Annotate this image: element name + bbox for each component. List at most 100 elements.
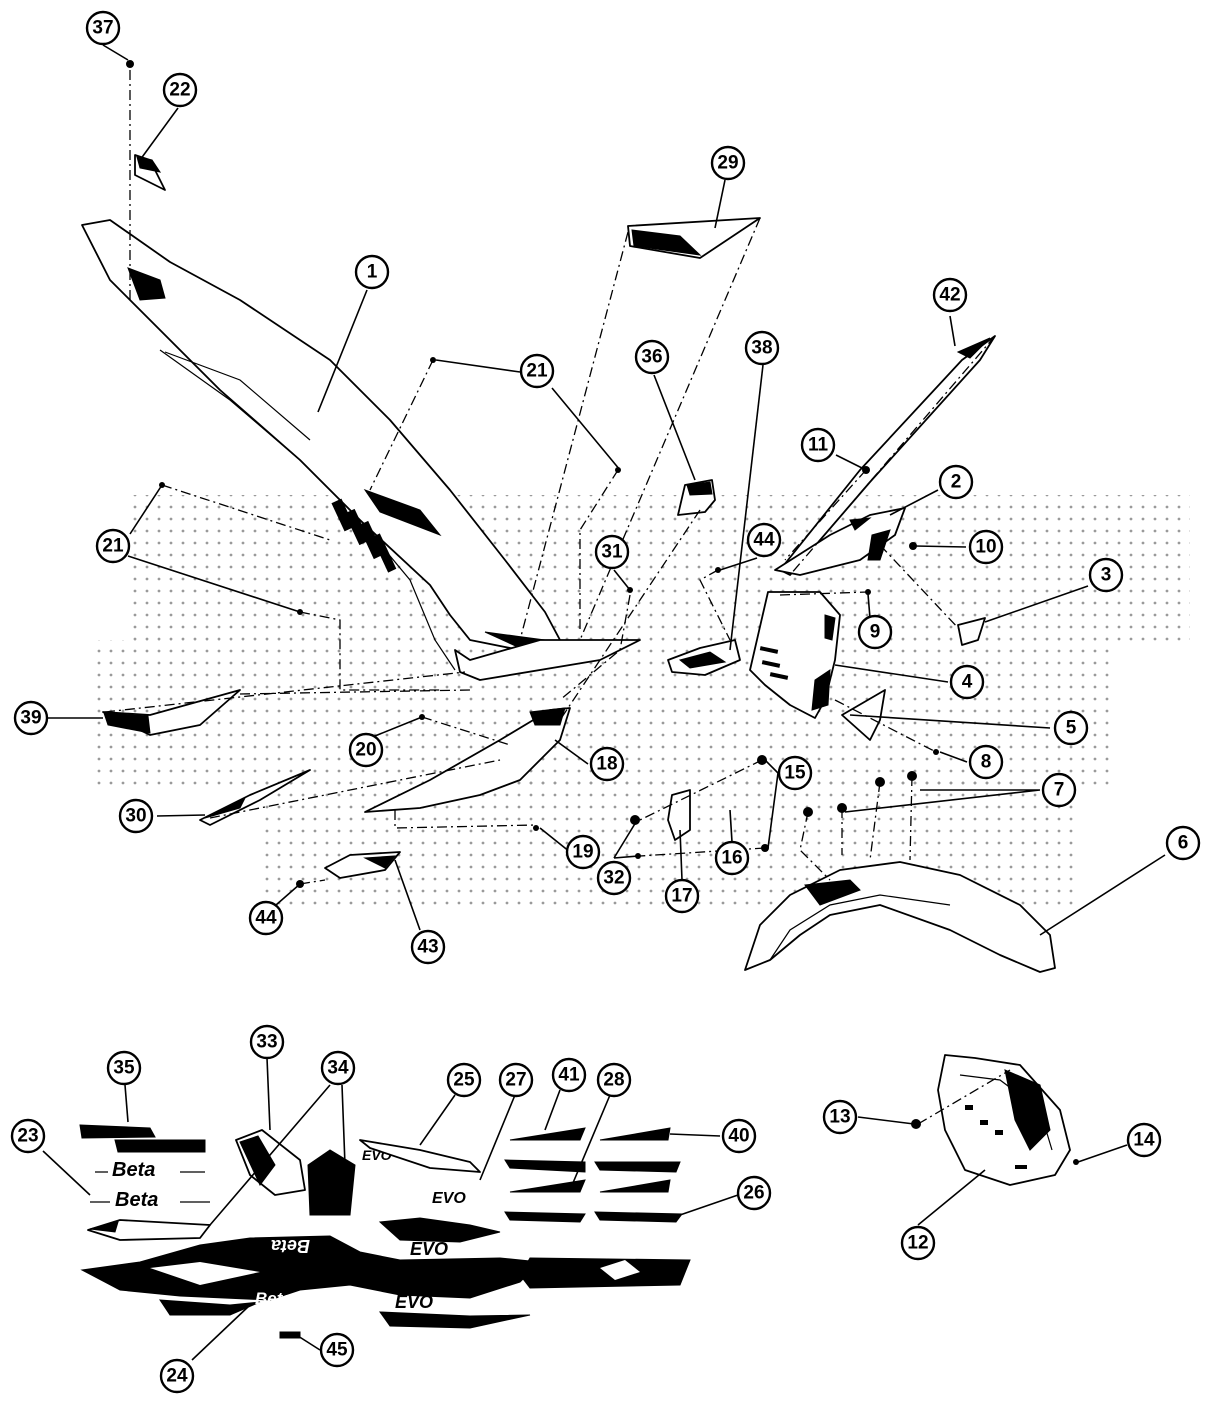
callout-44a: 44 bbox=[746, 522, 782, 558]
callout-41: 41 bbox=[551, 1057, 587, 1093]
callout-label: 4 bbox=[962, 672, 973, 693]
decal-beta-1: Beta bbox=[112, 1159, 155, 1181]
callout-label: 37 bbox=[92, 18, 113, 39]
callout-circle bbox=[857, 614, 893, 650]
callout-label: 25 bbox=[453, 1070, 475, 1091]
part-17-bracket bbox=[667, 789, 691, 841]
callout-18: 18 bbox=[589, 746, 625, 782]
callout-label: 34 bbox=[327, 1058, 349, 1079]
callout-label: 3 bbox=[1101, 565, 1112, 586]
callout-label: 41 bbox=[558, 1065, 580, 1086]
callout-11: 11 bbox=[800, 427, 836, 463]
callout-circle bbox=[1126, 1122, 1162, 1158]
part-4-number-plate bbox=[749, 591, 841, 719]
callout-4: 4 bbox=[949, 664, 985, 700]
callout-circle bbox=[736, 1175, 772, 1211]
hardware bbox=[126, 60, 1079, 1165]
callout-circle bbox=[1088, 557, 1124, 593]
part-2-cover bbox=[774, 507, 906, 576]
callout-circle bbox=[446, 1062, 482, 1098]
callout-circle bbox=[1165, 825, 1201, 861]
callout-label: 2 bbox=[951, 472, 962, 493]
callout-label: 12 bbox=[907, 1233, 928, 1254]
callout-circle bbox=[551, 1057, 587, 1093]
decal-beta-3: Beta bbox=[255, 1289, 292, 1308]
callout-circle bbox=[800, 427, 836, 463]
callout-label: 36 bbox=[641, 347, 662, 368]
callout-21a: 21 bbox=[519, 353, 555, 389]
callout-label: 31 bbox=[601, 542, 623, 563]
callout-label: 7 bbox=[1054, 780, 1065, 801]
callout-23: 23 bbox=[10, 1118, 46, 1154]
decal-sheet: Beta Beta Beta EVO EVO EVO EVO Beta bbox=[79, 1124, 691, 1339]
callout-circle bbox=[498, 1062, 534, 1098]
callout-45: 45 bbox=[319, 1332, 355, 1368]
callout-circle bbox=[319, 1332, 355, 1368]
callout-label: 21 bbox=[102, 536, 124, 557]
callout-label: 20 bbox=[355, 740, 376, 761]
callout-24: 24 bbox=[159, 1358, 195, 1394]
callout-label: 26 bbox=[743, 1183, 764, 1204]
callout-8: 8 bbox=[968, 744, 1004, 780]
callout-15: 15 bbox=[777, 755, 813, 791]
callout-circle bbox=[900, 1225, 936, 1261]
callout-circle bbox=[596, 1062, 632, 1098]
callout-label: 23 bbox=[17, 1126, 38, 1147]
decal-beta-main: Beta bbox=[271, 1236, 310, 1256]
part-1-side-panel bbox=[81, 219, 641, 681]
callout-27: 27 bbox=[498, 1062, 534, 1098]
callout-circle bbox=[777, 755, 813, 791]
callout-31: 31 bbox=[594, 534, 630, 570]
callout-label: 8 bbox=[981, 752, 992, 773]
callout-circle bbox=[1053, 710, 1089, 746]
part-30-decal bbox=[199, 769, 311, 826]
part-3-clip bbox=[957, 617, 986, 646]
callout-circle bbox=[938, 464, 974, 500]
callout-17: 17 bbox=[664, 878, 700, 914]
callout-label: 16 bbox=[721, 848, 742, 869]
callout-12: 12 bbox=[900, 1225, 936, 1261]
callout-label: 40 bbox=[728, 1126, 749, 1147]
callout-circle bbox=[594, 534, 630, 570]
callout-label: 45 bbox=[326, 1340, 348, 1361]
callout-34: 34 bbox=[320, 1050, 356, 1086]
callout-label: 39 bbox=[20, 708, 41, 729]
callout-label: 17 bbox=[671, 886, 692, 907]
callout-29: 29 bbox=[710, 145, 746, 181]
decal-beta-2: Beta bbox=[115, 1189, 158, 1211]
callout-13: 13 bbox=[822, 1099, 858, 1135]
callout-38: 38 bbox=[744, 330, 780, 366]
callout-circle bbox=[596, 860, 632, 896]
callout-circle bbox=[85, 10, 121, 46]
part-5-deflector bbox=[841, 689, 886, 741]
callout-circle bbox=[519, 353, 555, 389]
part-43-bracket bbox=[324, 851, 401, 879]
callout-label: 29 bbox=[717, 153, 738, 174]
callout-26: 26 bbox=[736, 1175, 772, 1211]
callout-circle bbox=[714, 840, 750, 876]
part-6-front-fender bbox=[744, 861, 1056, 973]
decal-41 bbox=[509, 1127, 586, 1141]
callout-25: 25 bbox=[446, 1062, 482, 1098]
part-36-cap bbox=[677, 479, 716, 516]
callout-circle bbox=[118, 798, 154, 834]
halftone-background bbox=[95, 495, 1190, 910]
callout-circle bbox=[162, 72, 198, 108]
callout-label: 28 bbox=[603, 1070, 624, 1091]
callout-10: 10 bbox=[968, 529, 1004, 565]
callout-22: 22 bbox=[162, 72, 198, 108]
decal-35 bbox=[79, 1124, 156, 1139]
callout-circle bbox=[248, 900, 284, 936]
callout-16: 16 bbox=[714, 840, 750, 876]
decal-28 bbox=[509, 1179, 586, 1193]
callout-label: 32 bbox=[603, 868, 624, 889]
callout-circle bbox=[746, 522, 782, 558]
callout-circle bbox=[721, 1118, 757, 1154]
callout-19: 19 bbox=[565, 834, 601, 870]
callout-label: 27 bbox=[505, 1070, 526, 1091]
callout-circle bbox=[410, 929, 446, 965]
callout-circle bbox=[320, 1050, 356, 1086]
callout-32: 32 bbox=[596, 860, 632, 896]
callout-circle bbox=[744, 330, 780, 366]
